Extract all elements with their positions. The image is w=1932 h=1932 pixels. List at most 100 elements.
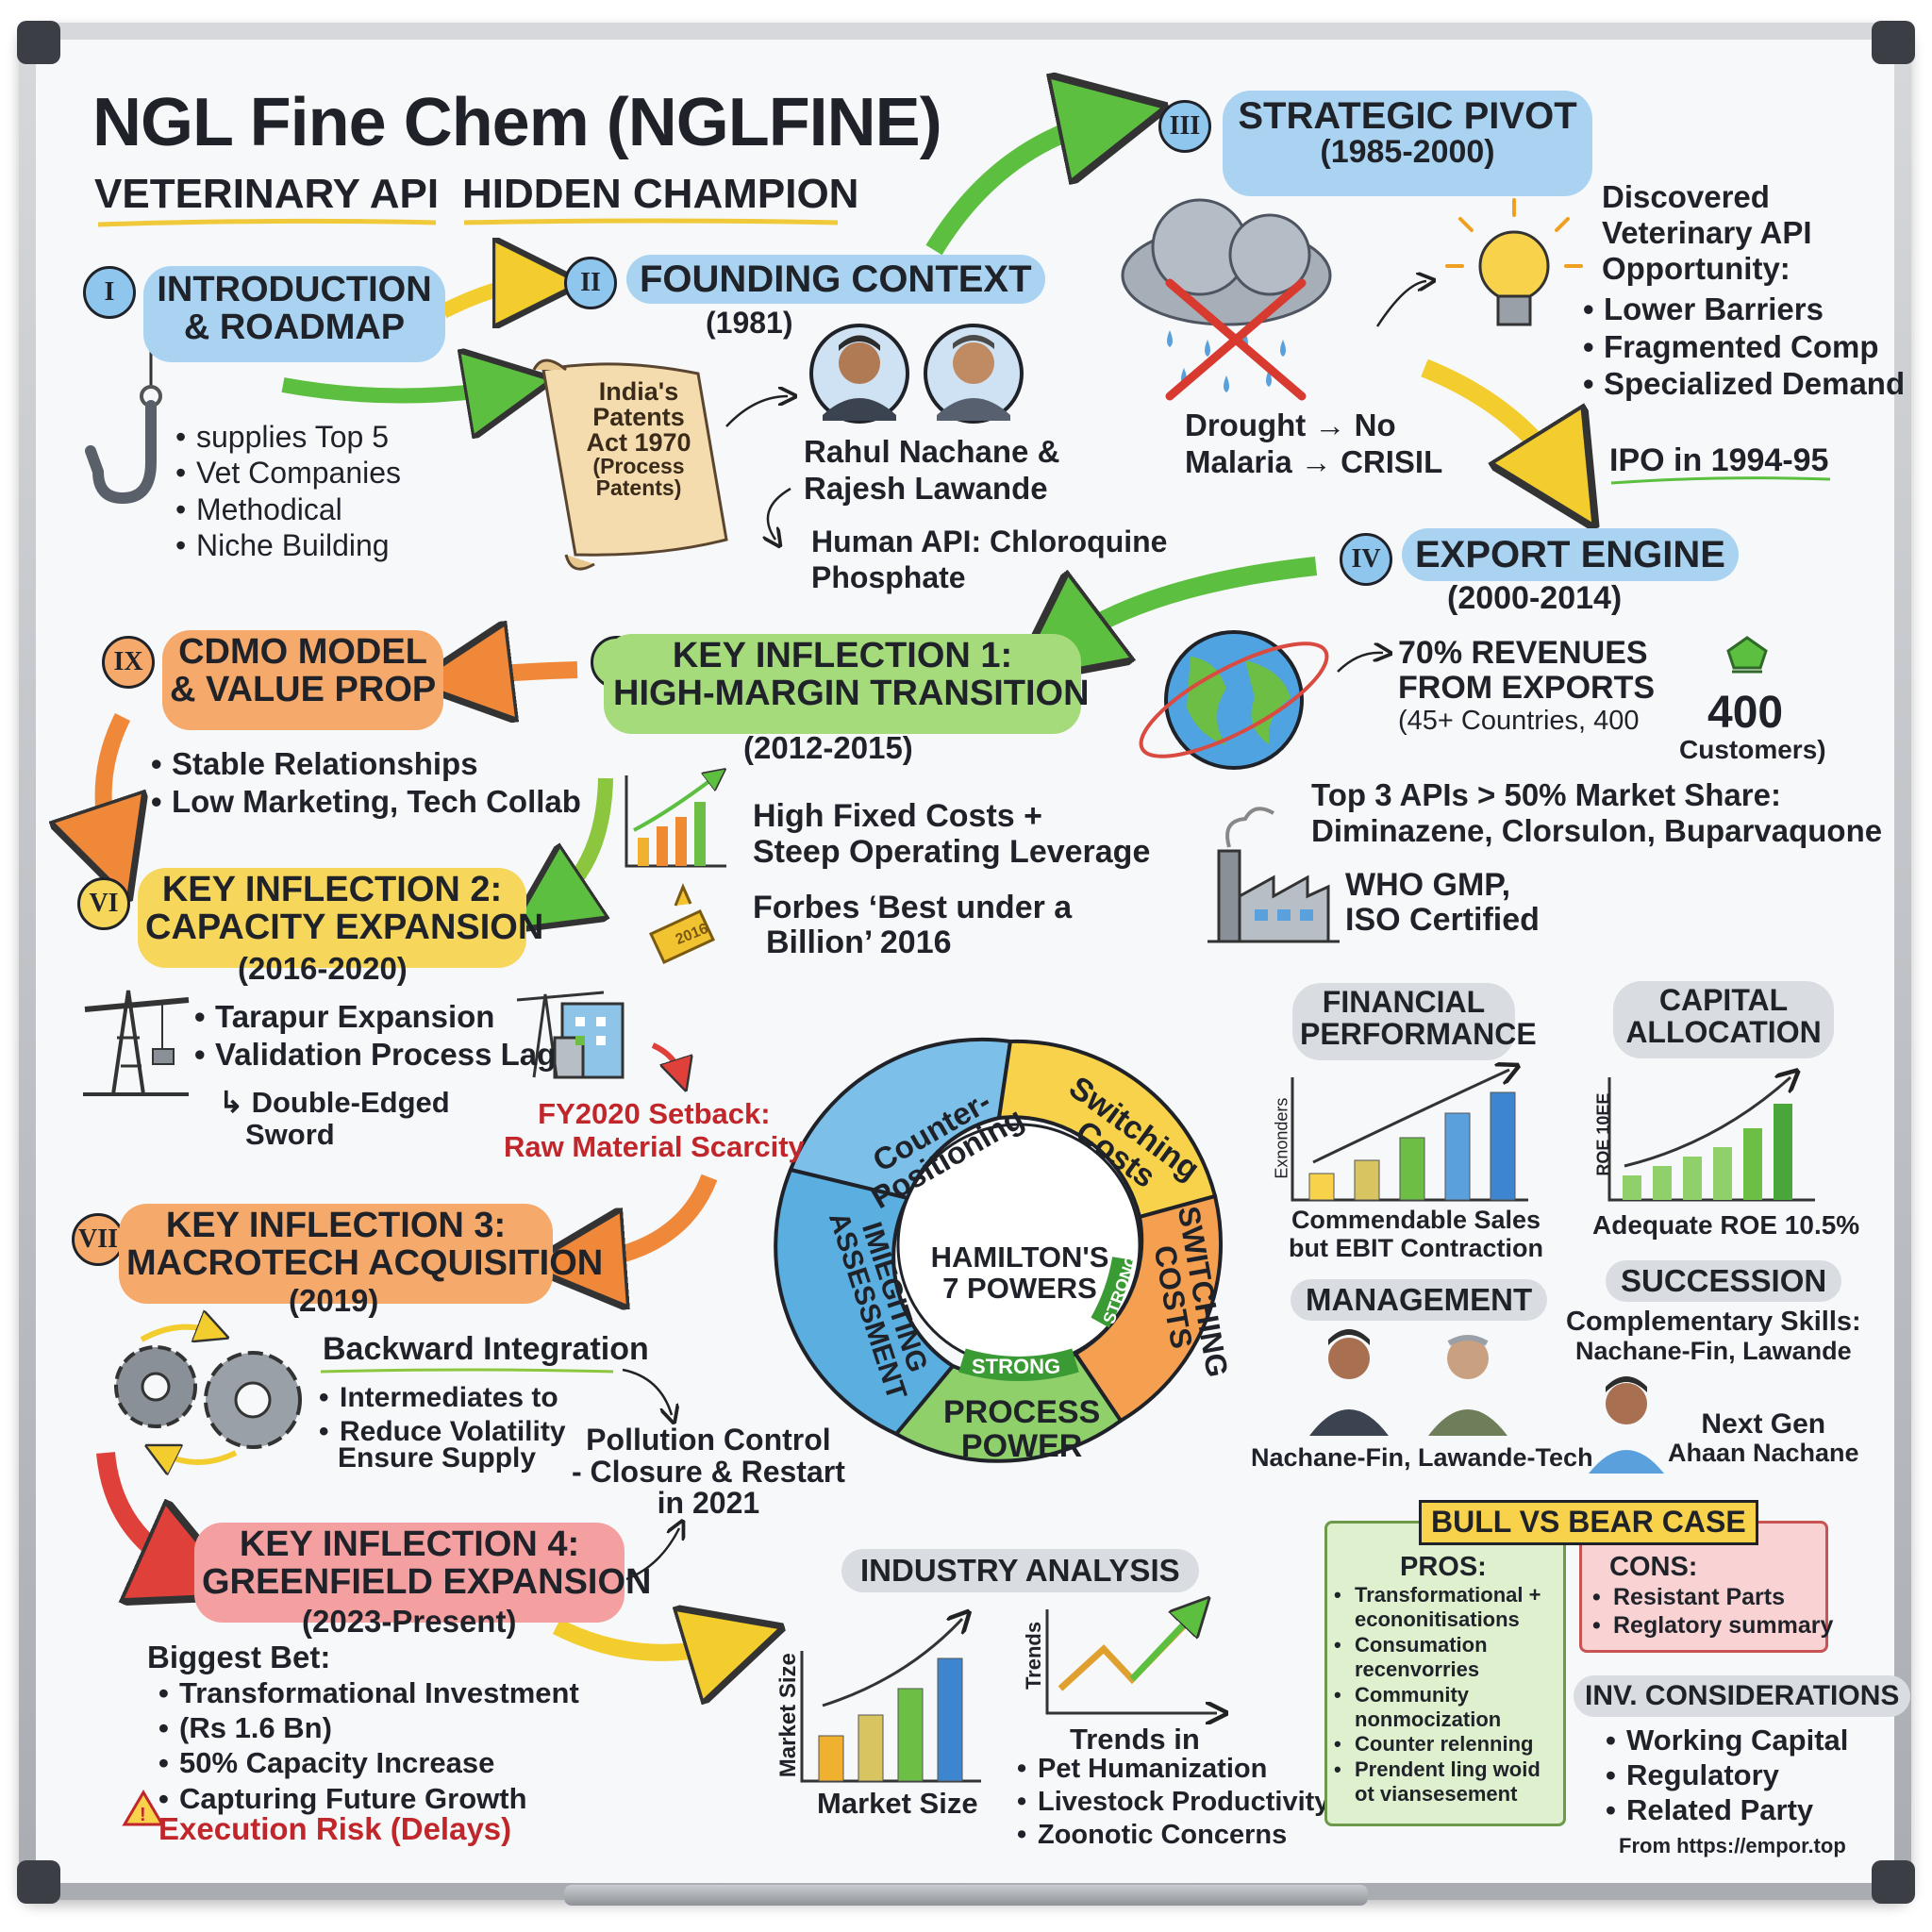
cons-list: Resistant Parts Reglatory summary: [1592, 1583, 1833, 1640]
connector-arrow: [1337, 653, 1383, 673]
pros-list: Transformational +econonitisations Consu…: [1334, 1583, 1541, 1807]
segment-label-process: PROCESS POWER: [943, 1394, 1101, 1464]
section-title-capital: CAPITAL ALLOCATION: [1613, 981, 1834, 1058]
list-item: Capturing Future Growth: [158, 1781, 579, 1816]
capital-bar: [1774, 1104, 1792, 1200]
capital-bar: [1653, 1166, 1672, 1200]
marker-tray: [564, 1885, 1368, 1906]
city-build-icon: [516, 991, 625, 1079]
capital-y-label: ROE 10EE: [1593, 1092, 1613, 1176]
section-title-line: INTRODUCTION: [157, 270, 432, 309]
svg-text:!: !: [140, 1805, 146, 1825]
capital-bar: [1743, 1128, 1762, 1200]
strong-badge: STRONG: [972, 1355, 1061, 1378]
arrow-pivot-to-export: [1421, 358, 1566, 481]
list-item-cont: (Rs 1.6 Bn): [158, 1710, 579, 1745]
powers-wheel: [774, 1037, 1224, 1463]
financial-bar: [1308, 1173, 1335, 1201]
list-item: Intermediates to: [319, 1381, 566, 1415]
list-item: Low Marketing, Tech Collab: [151, 783, 581, 821]
section-title-inflection3: KEY INFLECTION 3: MACROTECH ACQUISITION: [119, 1204, 603, 1304]
section-title-inflection4: KEY INFLECTION 4: GREENFIELD EXPANSION: [194, 1523, 651, 1623]
customers-label: Customers): [1679, 735, 1826, 764]
list-item: Zoonotic Concerns: [1017, 1819, 1329, 1852]
certifications: WHO GMP, ISO Certified: [1345, 867, 1540, 939]
trends-chart: [1045, 1609, 1217, 1713]
scroll-icon: [532, 358, 728, 571]
ensure-supply-note: Ensure Supply: [338, 1442, 537, 1474]
list-item: Lower Barriers: [1583, 291, 1905, 328]
arrow-setback-curve: [651, 1042, 681, 1075]
arrow-cdmo-down: [104, 712, 123, 854]
trends-heading: Trends in: [1070, 1723, 1200, 1756]
capital-caption: Adequate ROE 10.5%: [1592, 1210, 1860, 1240]
frame-corner: [17, 1860, 60, 1904]
arrow-inflection1-to-cdmo: [462, 670, 578, 677]
pros-title: PROS:: [1400, 1552, 1487, 1582]
opportunity-heading: Discovered Veterinary API Opportunity:: [1602, 179, 1812, 286]
export-year: (2000-2014): [1447, 580, 1623, 616]
list-item: Reglatory summary: [1592, 1611, 1833, 1640]
numeral-badge: VII: [72, 1213, 125, 1266]
list-item: Counter relenning: [1334, 1732, 1541, 1757]
capital-bar: [1683, 1157, 1702, 1200]
connector-arrow: [622, 1368, 672, 1415]
inflection4-bullets: Transformational Investment (Rs 1.6 Bn) …: [158, 1675, 579, 1816]
arrow-intro-to-founding: [440, 283, 538, 311]
forbes-note: Forbes ‘Best under a Billion’ 2016: [753, 890, 1073, 961]
section-title-management: MANAGEMENT: [1291, 1279, 1548, 1321]
financial-y-label: Exnonders: [1272, 1097, 1291, 1179]
arrow-export-to-inflection1: [1057, 557, 1318, 649]
export-revenue: 70% REVENUES FROM EXPORTS (45+ Countries…: [1398, 635, 1656, 736]
list-item: Tarapur Expansion: [194, 998, 556, 1036]
drought-note: Drought → No Malaria → CRISIL: [1185, 408, 1443, 479]
cdmo-bullets: Stable Relationships Low Marketing, Tech…: [151, 745, 581, 820]
setback-note: FY2020 Setback: Raw Material Scarcity: [504, 1097, 805, 1163]
inv-bullets: Working Capital Regulatory Related Party: [1606, 1723, 1848, 1828]
list-item-cont: Niche Building: [175, 527, 401, 564]
founders-names: Rahul Nachane & Rajesh Lawande: [804, 434, 1060, 506]
inflection1-year: (2012-2015): [743, 730, 913, 765]
fixed-costs-note: High Fixed Costs + Steep Operating Lever…: [753, 798, 1151, 871]
double-edged-note: ↳ Double-Edged Sword: [219, 1086, 450, 1152]
list-item: Methodical: [175, 491, 401, 528]
numeral-badge: IV: [1340, 533, 1392, 586]
connector-arrow: [625, 1528, 679, 1581]
section-title-industry: INDUSTRY ANALYSIS: [841, 1549, 1199, 1592]
inflection4-year: (2023-Present): [302, 1604, 517, 1639]
section-title-export: EXPORT ENGINE: [1402, 528, 1739, 581]
founder-portrait-icon: [924, 324, 1024, 424]
list-item: Transformational +econonitisations: [1334, 1583, 1541, 1633]
financial-caption: Commendable Sales but EBIT Contraction: [1289, 1206, 1543, 1263]
gears-icon: [114, 1327, 302, 1462]
growth-bar: [657, 826, 668, 866]
growth-bar: [694, 802, 706, 866]
numeral-badge: I: [83, 266, 136, 319]
manager-portrait-icon: [1428, 1335, 1507, 1436]
scroll-text: India's Patents Act 1970 (Process Patent…: [586, 377, 691, 500]
list-item: Transformational Investment: [158, 1675, 579, 1710]
inflection3-year: (2019): [289, 1283, 379, 1318]
growth-chart-icon: [625, 775, 726, 868]
market-y-label: Market Size: [774, 1653, 801, 1778]
rain-cloud-icon: [1121, 198, 1332, 401]
capital-chart: [1607, 1077, 1815, 1202]
powers-center-label: HAMILTON'S 7 POWERS: [930, 1241, 1109, 1306]
section-title-line: & ROADMAP: [183, 307, 406, 347]
lightbulb-icon: [1445, 198, 1583, 326]
list-item: Resistant Parts: [1592, 1583, 1833, 1611]
manager-portrait-icon: [1589, 1376, 1664, 1474]
intro-bullets: supplies Top 5 Vet Companies Methodical …: [175, 419, 401, 564]
management-caption: Nachane-Fin, Lawande-Tech: [1251, 1443, 1593, 1472]
source-footer: From https://empor.top: [1619, 1834, 1846, 1857]
arrow-setback-to-inflection3: [575, 1174, 718, 1262]
frame-corner: [1872, 1860, 1915, 1904]
biggest-bet-heading: Biggest Bet:: [147, 1640, 331, 1674]
crane-icon: [83, 990, 190, 1096]
connector-arrow: [1375, 281, 1426, 327]
financial-chart: [1291, 1070, 1528, 1202]
